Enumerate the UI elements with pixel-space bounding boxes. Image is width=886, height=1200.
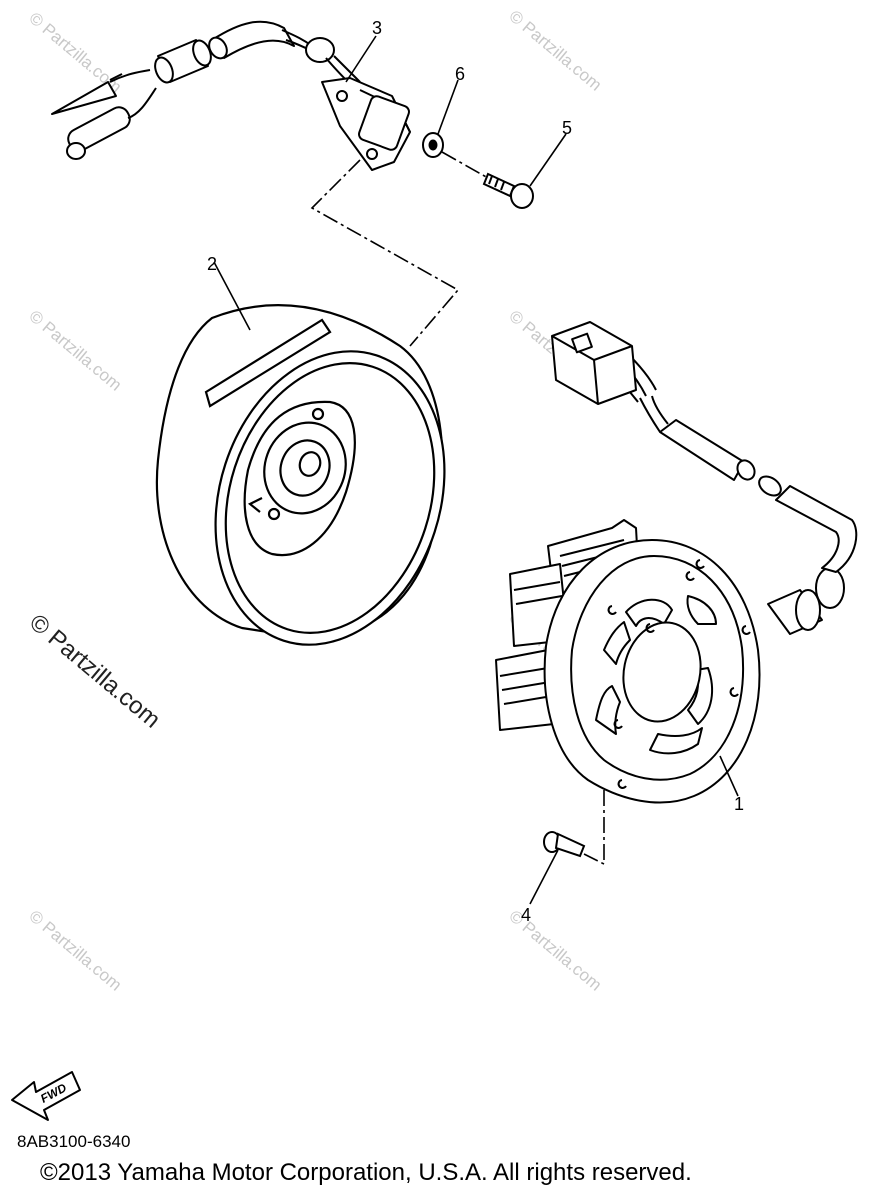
stator-harness [551, 321, 858, 573]
callout-6: 6 [455, 64, 465, 84]
watermark: © Partzilla.com [505, 7, 605, 95]
fwd-arrow-icon: FWD [11, 1071, 81, 1121]
callout-1: 1 [734, 794, 744, 814]
diagram-code: 8AB3100-6340 [17, 1132, 131, 1151]
watermark: © Partzilla.com [25, 907, 125, 995]
stator-assembly [495, 519, 845, 804]
dashdot-lines [310, 151, 605, 866]
callout-labels: 1 2 3 4 5 6 [207, 18, 744, 925]
watermark: © Partzilla.com [25, 307, 125, 395]
pickup-coil-assembly [51, 20, 411, 171]
leader-lines [213, 35, 739, 905]
watermark-main: © Partzilla.com [24, 609, 165, 734]
stator-screw [543, 831, 586, 858]
rotor [155, 304, 446, 646]
callout-2: 2 [207, 254, 217, 274]
callout-4: 4 [521, 905, 531, 925]
watermark: © Partzilla.com [25, 9, 125, 97]
copyright-notice: ©2013 Yamaha Motor Corporation, U.S.A. A… [40, 1159, 692, 1186]
washer [422, 132, 444, 158]
screw [482, 172, 534, 209]
callout-3: 3 [372, 18, 382, 38]
callout-5: 5 [562, 118, 572, 138]
